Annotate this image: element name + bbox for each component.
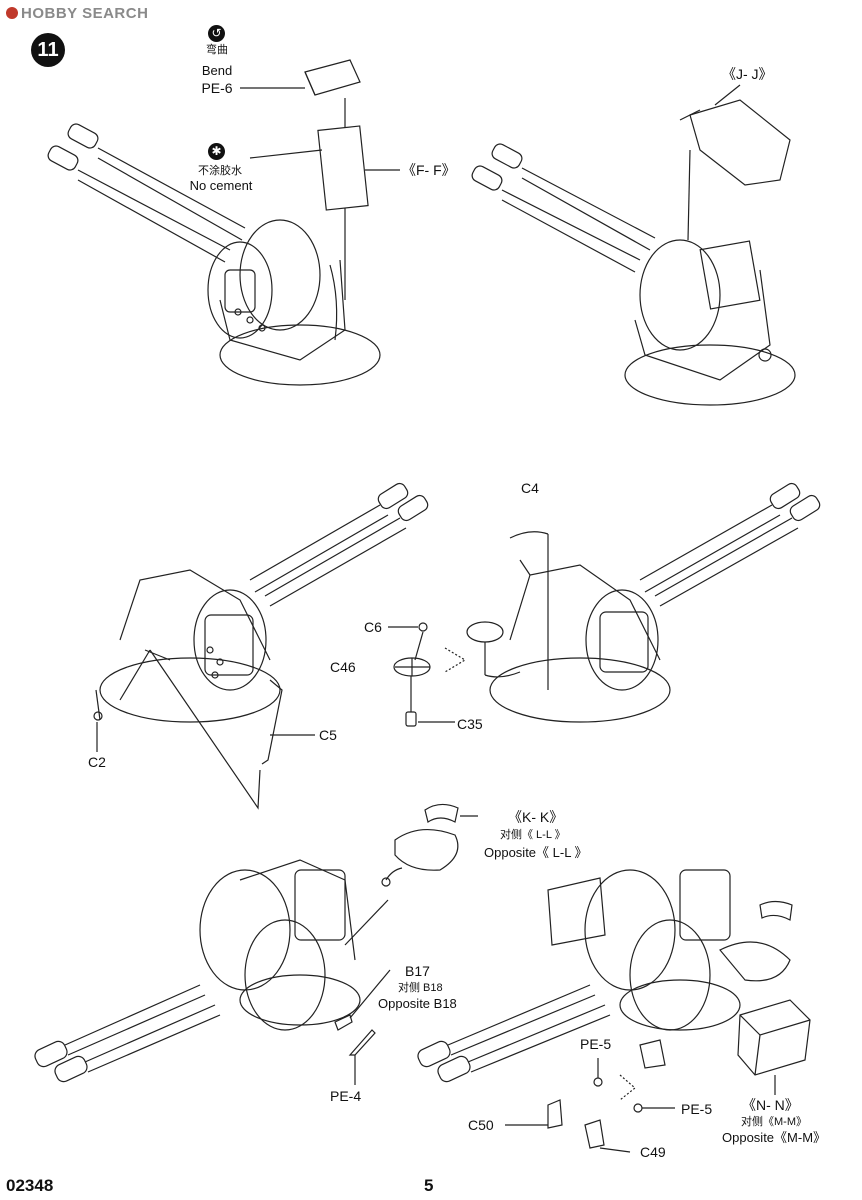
- callout-c35: C35: [457, 716, 483, 732]
- callout-jj: 《J- J》: [722, 66, 773, 82]
- callout-kk: 《K- K》: [508, 809, 564, 825]
- gun-assembly-middle-right: [489, 482, 821, 723]
- callout-pe5-a: PE-5: [580, 1036, 612, 1052]
- bend-label-cn: 弯曲: [206, 44, 228, 56]
- callout-pe4: PE-4: [330, 1088, 362, 1104]
- no-cement-label-cn: 不涂胶水: [198, 165, 242, 177]
- callout-c49: C49: [640, 1144, 666, 1160]
- callout-nn-opposite-cn: 对侧《M-M》: [741, 1116, 807, 1128]
- gun-assembly-middle-left: [99, 482, 429, 723]
- gun-assembly-top-left: [47, 123, 381, 386]
- gun-assembly-bottom-right: [417, 869, 793, 1083]
- callout-ff: 《F- F》: [402, 162, 456, 178]
- hobby-search-logo-icon: [6, 7, 18, 19]
- gun-assembly-bottom-left: [34, 859, 361, 1083]
- callout-c4: C4: [521, 480, 539, 496]
- callout-nn: 《N- N》: [742, 1097, 799, 1113]
- callout-c2: C2: [88, 754, 106, 770]
- callout-c5: C5: [319, 727, 337, 743]
- callout-kk-opposite-cn: 对侧《 L-L 》: [500, 829, 566, 841]
- callout-nn-opposite-en: Opposite《M-M》: [722, 1130, 827, 1145]
- callout-c6: C6: [364, 619, 382, 635]
- callout-b17-opposite-cn: 对侧 B18: [398, 982, 443, 994]
- callout-c46: C46: [330, 659, 356, 675]
- bend-label-en: Bend: [201, 63, 233, 78]
- step-number-badge: 11: [31, 33, 65, 67]
- callout-kk-opposite-en: Opposite《 L-L 》: [484, 845, 588, 860]
- callout-pe5-b: PE-5: [681, 1101, 713, 1117]
- watermark: HOBBY SEARCH: [6, 5, 148, 22]
- callout-b17-opposite-en: Opposite B18: [378, 996, 457, 1011]
- page-number: 5: [424, 1176, 434, 1195]
- kit-number: 02348: [6, 1176, 54, 1195]
- gun-assembly-top-right: [471, 143, 796, 406]
- no-cement-label-en: No cement: [189, 178, 253, 193]
- bend-icon: ↺: [208, 25, 225, 42]
- callout-b17: B17: [405, 963, 430, 979]
- no-cement-icon: ✱: [208, 143, 225, 160]
- callout-c50: C50: [468, 1117, 494, 1133]
- callout-pe6: PE-6: [201, 80, 233, 96]
